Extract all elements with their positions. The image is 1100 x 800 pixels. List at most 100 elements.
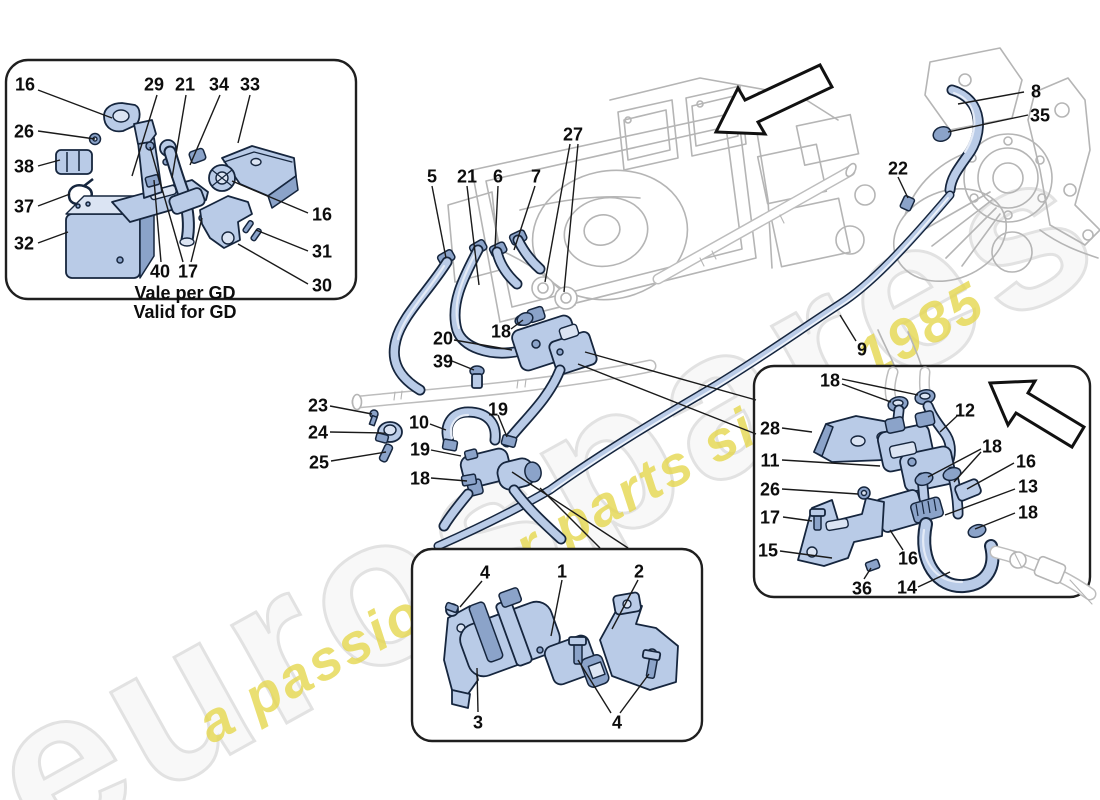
leader-line [513,185,536,251]
part-callout-16: 16 [15,75,35,95]
clamp-19 [500,434,518,448]
leader-line [841,383,892,403]
part-callout-25: 25 [309,453,329,473]
pump-20-assembly [511,305,598,375]
leader-line [781,488,859,495]
leader-line [974,512,1016,530]
part-callout-32: 32 [14,234,34,254]
part-callout-18: 18 [410,469,430,489]
part-callout-39: 39 [433,352,453,372]
leader-line [494,185,499,249]
part-callout-12: 12 [955,401,975,421]
part-callout-36: 36 [852,579,872,599]
part-callout-23: 23 [308,396,328,416]
leader-line [497,414,508,438]
leader-line [149,146,184,263]
part-callout-20: 20 [433,329,453,349]
part-callout-17: 17 [178,262,198,282]
part-callout-4: 4 [612,713,622,733]
inset-contents [55,102,1097,709]
hose-5 [388,256,453,396]
part-callout-18: 18 [491,322,511,342]
part-callout-19: 19 [410,440,430,460]
leader-line [131,94,158,177]
leader-line [37,231,69,244]
leader-line [563,143,579,293]
direction-arrows [713,63,1087,450]
hose-tails [438,484,567,545]
part-callout-15: 15 [758,541,778,561]
rigid-pipe-context [351,359,657,411]
leader-line [953,451,982,483]
part-callout-7: 7 [531,167,541,187]
part-callout-29: 29 [144,75,164,95]
leader-line [863,567,872,580]
gd-kit-parts [55,102,299,279]
shaft-context [652,162,857,285]
part-callout-4: 4 [480,563,490,583]
part-callout-33: 33 [240,75,260,95]
leader-line [957,91,1025,105]
leader-line [917,571,951,588]
leader-line [431,185,447,259]
leader-line [329,405,373,415]
aux-pump-parts [443,587,679,709]
leader-line [947,114,1029,133]
gearbox-context [892,47,1100,283]
leader-line [782,516,813,522]
leader-line [476,667,479,713]
context-art [351,47,1100,411]
part-callout-3: 3 [473,713,483,733]
leader-line [841,378,919,396]
part-callout-6: 6 [493,167,503,187]
part-callout-16: 16 [1016,452,1036,472]
leader-line [927,448,982,478]
leader-line [171,94,187,179]
leader-line [779,550,833,559]
part-callout-30: 30 [312,276,332,296]
part-callout-38: 38 [14,157,34,177]
leader-line [510,319,524,330]
part-callout-40: 40 [150,262,170,282]
water-pipe-9 [433,190,955,551]
leader-line [459,580,483,608]
arrow-up-left-icon [987,379,1087,450]
part-callout-21: 21 [175,75,195,95]
leader-line [619,673,650,714]
leader-line [781,427,813,433]
part-callout-9: 9 [857,340,867,360]
leader-line [511,471,629,549]
part-callout-24: 24 [308,423,328,443]
part-callout-17: 17 [760,508,780,528]
leader-line [539,487,601,549]
heater-matrix-unit [447,77,876,323]
part-callout-18: 18 [820,371,840,391]
leader-line [430,477,468,482]
part-callout-16: 16 [898,549,918,569]
leader-line [451,360,475,371]
hose-down [501,364,566,448]
leader-line [190,217,203,263]
leader-line [430,449,462,457]
leader-line [189,94,221,166]
small-hardware [368,365,485,463]
part-callout-13: 13 [1018,477,1038,497]
leader-line [330,451,387,462]
leader-line [966,462,1015,490]
leader-line [550,579,563,637]
leader-line [781,459,881,467]
leader-line [453,339,513,351]
part-callout-16: 16 [312,205,332,225]
clamp-18 [460,473,478,487]
part-callout-26: 26 [14,122,34,142]
clamp [441,438,459,452]
hose-context-stub [877,329,922,366]
leader-line [37,193,71,207]
grommet-35 [932,125,952,143]
part-callout-18: 18 [982,437,1002,457]
note-valid-for-gd: Valid for GD [133,302,236,322]
leader-line [544,143,571,283]
